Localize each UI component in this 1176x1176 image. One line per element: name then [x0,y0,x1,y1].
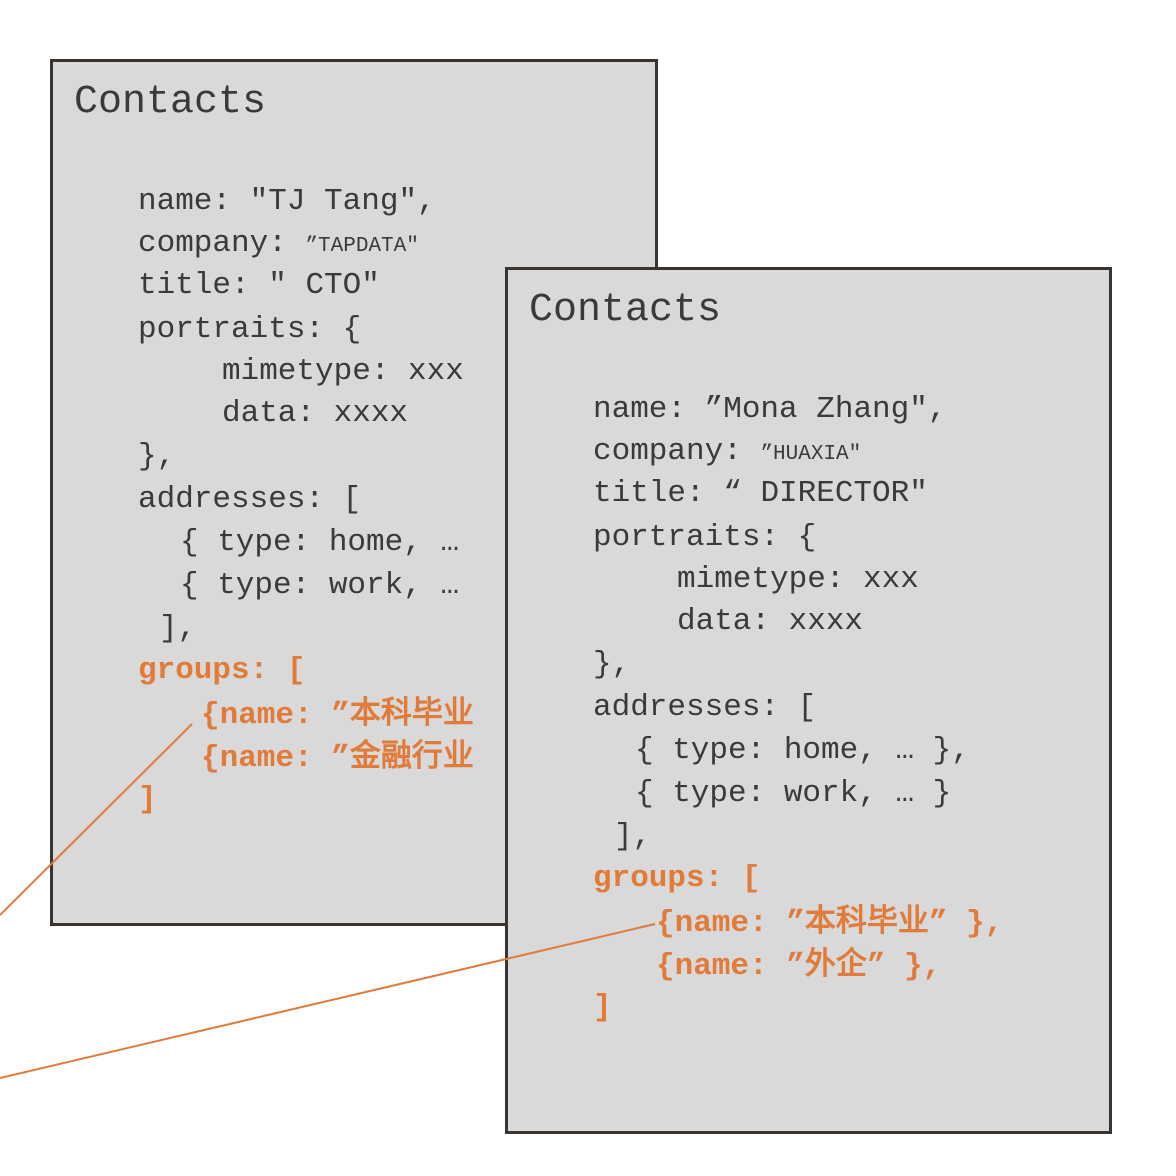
card-title: Contacts [529,288,722,333]
field-groups: groups: [ [138,653,306,688]
portraits-close: }, [138,439,176,474]
card-title: Contacts [74,80,267,125]
contact-card-mona-zhang: Contacts name: ”Mona Zhang", company: ”H… [505,267,1112,1134]
field-mimetype: mimetype: xxx [677,562,919,597]
group-item: {name: ”本科毕业 [201,695,474,733]
field-data: data: xxxx [677,604,864,639]
groups-close: ] [138,782,157,817]
portraits-close: }, [593,647,631,682]
addresses-close: ], [159,611,197,646]
field-addresses: addresses: [ [138,482,362,517]
field-company: company: ”HUAXIA" [593,434,862,469]
field-data: data: xxxx [222,396,409,431]
address-work: { type: work, … } [635,776,952,811]
field-title: title: " CTO" [138,268,380,303]
field-name: name: "TJ Tang", [138,184,436,219]
addresses-close: ], [614,819,652,854]
address-home: { type: home, … }, [635,733,970,768]
group-item: {name: ”本科毕业” }, [656,903,1004,941]
groups-close: ] [593,990,612,1025]
field-portraits: portraits: { [593,520,817,555]
field-title: title: “ DIRECTOR" [593,476,928,511]
field-name: name: ”Mona Zhang", [593,392,947,427]
group-item: {name: ”金融行业 [201,738,474,776]
field-groups: groups: [ [593,861,761,896]
address-work: { type: work, … [180,568,460,603]
field-portraits: portraits: { [138,312,362,347]
address-home: { type: home, … [180,525,460,560]
field-mimetype: mimetype: xxx [222,354,464,389]
field-addresses: addresses: [ [593,690,817,725]
field-company: company: ”TAPDATA" [138,226,419,261]
group-item: {name: ”外企” }, [656,946,942,984]
